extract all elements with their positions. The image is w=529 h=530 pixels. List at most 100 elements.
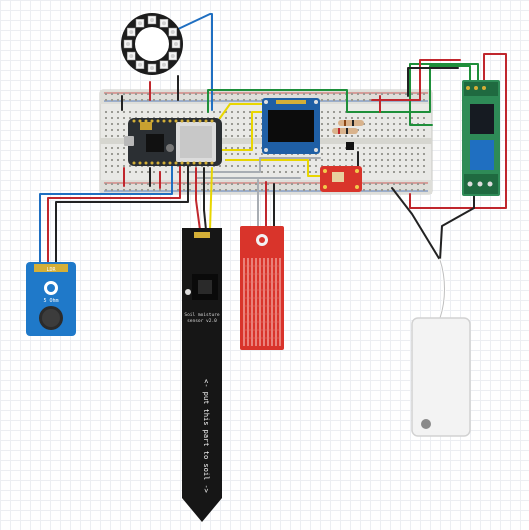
wire-oled-sda [211, 111, 263, 151]
breadboard-hole [105, 135, 107, 137]
breadboard-hole [417, 189, 419, 191]
wire-ldr-red [47, 163, 181, 263]
breadboard-hole [381, 183, 383, 185]
breadboard-hole [375, 165, 377, 167]
breadboard-hole [117, 183, 119, 185]
breadboard-hole [321, 153, 323, 155]
breadboard-hole [399, 135, 401, 137]
breadboard-hole [225, 189, 227, 191]
breadboard-hole [225, 165, 227, 167]
breadboard-hole [189, 183, 191, 185]
breadboard-hole [129, 99, 131, 101]
breadboard-hole [357, 135, 359, 137]
breadboard-hole [123, 117, 125, 119]
breadboard-hole [381, 147, 383, 149]
breadboard-hole [189, 99, 191, 101]
breadboard-hole [225, 129, 227, 131]
breadboard-hole [123, 99, 125, 101]
breadboard-hole [165, 93, 167, 95]
wire-ldr-blue [39, 159, 173, 263]
breadboard-hole [375, 171, 377, 173]
wire-psu-black [391, 187, 441, 261]
breadboard-hole [243, 183, 245, 185]
breadboard-hole [417, 117, 419, 119]
feather-pin [186, 161, 190, 165]
breadboard-hole [315, 171, 317, 173]
breadboard-hole [357, 99, 359, 101]
breadboard-hole [219, 165, 221, 167]
breadboard-hole [369, 159, 371, 161]
breadboard-hole [231, 135, 233, 137]
breadboard-hole [375, 135, 377, 137]
resistors [332, 120, 364, 150]
breadboard-hole [363, 159, 365, 161]
breadboard-hole [279, 93, 281, 95]
breadboard-hole [219, 111, 221, 113]
breadboard-hole [183, 189, 185, 191]
breadboard-hole [309, 189, 311, 191]
breadboard-hole [387, 123, 389, 125]
breadboard-hole [117, 159, 119, 161]
feather-pin [174, 161, 178, 165]
feather-pin [132, 119, 136, 123]
breadboard-hole [339, 111, 341, 113]
breadboard-hole [399, 153, 401, 155]
breadboard-hole [387, 183, 389, 185]
breadboard-hole [243, 117, 245, 119]
breadboard-hole [381, 135, 383, 137]
breadboard-hole [321, 111, 323, 113]
breadboard-hole [369, 123, 371, 125]
breadboard-hole [423, 99, 425, 101]
breadboard-hole [273, 171, 275, 173]
breadboard-hole [381, 189, 383, 191]
breadboard-hole [351, 99, 353, 101]
breadboard-hole [411, 183, 413, 185]
breadboard-hole [243, 147, 245, 149]
feather-pin [168, 161, 172, 165]
breadboard-hole [105, 165, 107, 167]
breadboard-hole [129, 165, 131, 167]
breadboard-hole [225, 153, 227, 155]
breadboard-hole [375, 189, 377, 191]
breadboard-hole [189, 189, 191, 191]
breadboard-hole [249, 189, 251, 191]
breadboard-hole [423, 183, 425, 185]
breadboard-hole [321, 135, 323, 137]
breadboard-hole [141, 93, 143, 95]
breadboard-hole [423, 135, 425, 137]
breadboard-hole [411, 171, 413, 173]
breadboard-hole [153, 93, 155, 95]
breadboard-hole [225, 99, 227, 101]
breadboard-hole [381, 153, 383, 155]
water-sensor-traces [243, 258, 281, 346]
breadboard-hole [195, 111, 197, 113]
breadboard-hole [123, 123, 125, 125]
wire-relay-green2 [409, 63, 479, 126]
breadboard-hole [231, 117, 233, 119]
feather-pin [156, 161, 160, 165]
breadboard-hole [315, 165, 317, 167]
breadboard-hole [363, 153, 365, 155]
breadboard-hole [393, 135, 395, 137]
breadboard-hole [393, 123, 395, 125]
breadboard-hole [243, 129, 245, 131]
breadboard-hole [381, 165, 383, 167]
breadboard-hole [279, 189, 281, 191]
breadboard-hole [411, 93, 413, 95]
breadboard-hole [183, 111, 185, 113]
breadboard-hole [387, 93, 389, 95]
breadboard-hole [225, 117, 227, 119]
breadboard-hole [237, 135, 239, 137]
breadboard-hole [303, 93, 305, 95]
breadboard-hole [105, 159, 107, 161]
breadboard-hole [417, 153, 419, 155]
breadboard-hole [399, 171, 401, 173]
breadboard-hole [327, 129, 329, 131]
breadboard-hole [321, 147, 323, 149]
breadboard-hole [261, 183, 263, 185]
breadboard-hole [297, 189, 299, 191]
breadboard-hole [321, 117, 323, 119]
breadboard-hole [237, 99, 239, 101]
breadboard-hole [375, 117, 377, 119]
breadboard-hole [249, 93, 251, 95]
